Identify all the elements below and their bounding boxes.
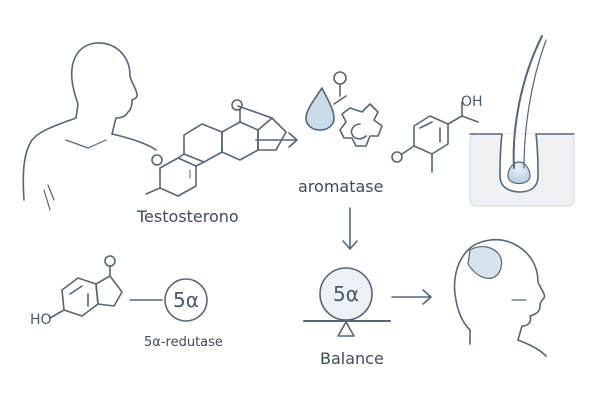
enzyme-symbol-balance: 5α: [333, 282, 359, 306]
hair-follicle-icon: [469, 35, 575, 207]
testosterone-label: Testosterono: [136, 207, 239, 226]
enzyme-symbol-small: 5α: [173, 288, 199, 312]
enzyme-badge-ring: [164, 278, 208, 322]
person-silhouette-icon: [22, 42, 157, 211]
arrow-icon: [255, 132, 298, 148]
balance-label: Balance: [320, 349, 384, 368]
hydroxyl-group-label-left: HO: [30, 312, 52, 328]
atom-node-icon: [333, 71, 347, 85]
balance-scale-icon: [303, 267, 391, 337]
droplet-icon: [305, 87, 335, 131]
arrow-icon: [342, 207, 358, 250]
gear-icon: [339, 103, 383, 147]
reductase-label: 5α-redutase: [144, 335, 223, 350]
bond-line: [333, 95, 347, 105]
estrogen-molecule-icon: [391, 101, 479, 173]
steroid-molecule-icon: [145, 99, 287, 197]
hydroxyl-group-label: OH: [461, 94, 483, 110]
arrow-icon: [391, 289, 432, 305]
aromatase-label: aromatase: [298, 177, 383, 196]
balding-head-icon: [453, 238, 547, 357]
dht-molecule-icon: [49, 255, 123, 319]
